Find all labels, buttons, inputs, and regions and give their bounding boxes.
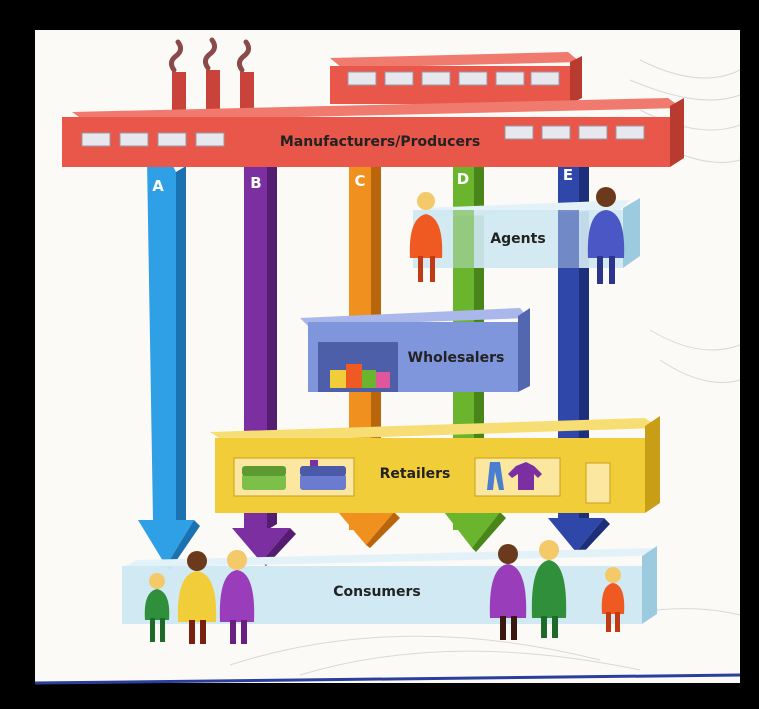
channel-d-label: D: [457, 170, 469, 188]
agents-band: Agents: [413, 198, 640, 268]
channel-a-label: A: [152, 177, 164, 195]
consumer-person-3: [219, 550, 255, 644]
channel-b-label: B: [250, 174, 261, 192]
sofa-icon: [242, 460, 346, 490]
channel-d-through-agents: [453, 210, 474, 268]
bottom-rule: [34, 673, 741, 685]
consumers-label: Consumers: [333, 584, 420, 600]
channel-e-through-agents: [558, 210, 579, 268]
retailers-label: Retailers: [380, 466, 451, 482]
agents-label: Agents: [490, 231, 545, 247]
channel-a-arrow: [138, 160, 200, 570]
boxes-icon: [330, 364, 390, 388]
consumer-person-5: [531, 540, 567, 638]
factory: Manufacturers/Producers: [62, 37, 684, 167]
channel-c-label: C: [354, 172, 365, 190]
consumer-person-1: [144, 573, 170, 642]
smokestack-icon: [168, 37, 254, 112]
retailers-building: Retailers: [210, 416, 660, 513]
wholesalers-label: Wholesalers: [408, 350, 505, 366]
consumer-person-4: [489, 544, 527, 640]
agent-person-left: [409, 192, 443, 282]
consumer-person-2: [177, 551, 217, 644]
wholesalers-building: Wholesalers: [300, 308, 530, 392]
agent-person-right: [587, 187, 625, 284]
manufacturers-label: Manufacturers/Producers: [280, 134, 480, 150]
channel-e-label: E: [563, 166, 573, 184]
consumer-person-6: [601, 567, 625, 632]
clothes-icon: [487, 462, 542, 490]
